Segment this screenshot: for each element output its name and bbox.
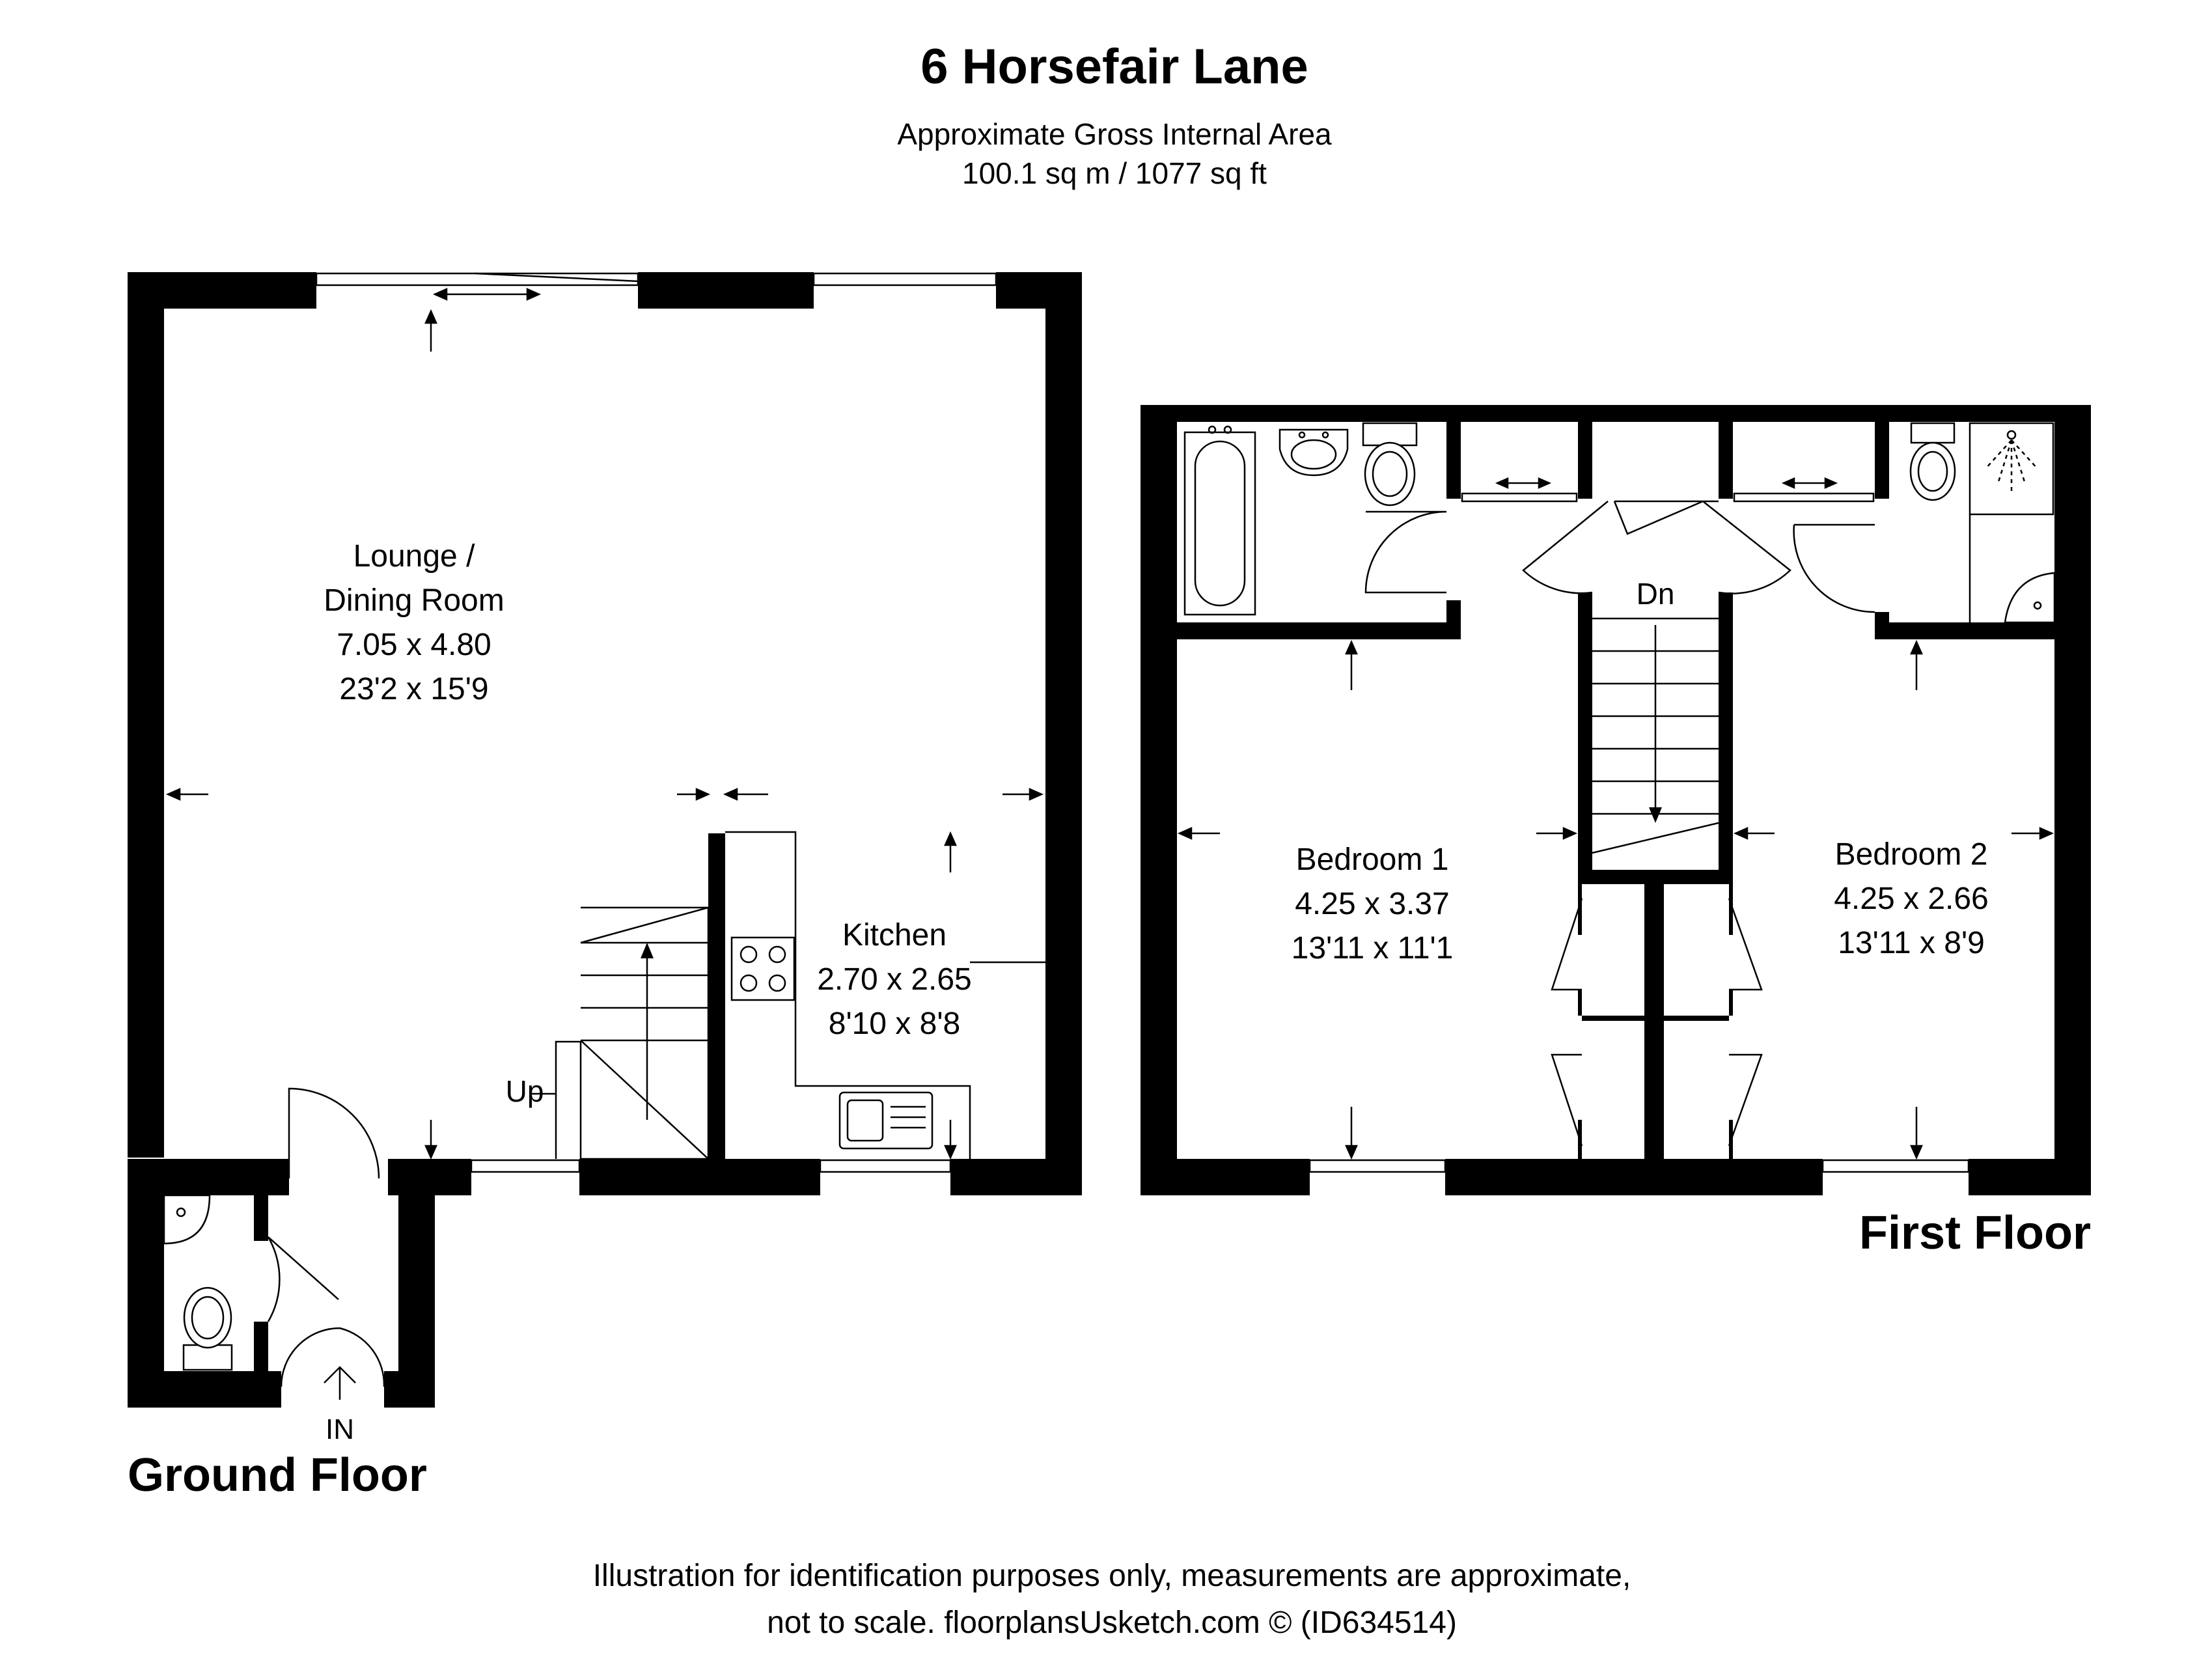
kitchen-name: Kitchen	[842, 918, 947, 952]
wall-right	[1045, 272, 1082, 1195]
wardrobe-left-wall-b	[1578, 990, 1582, 1016]
porch-door	[267, 1236, 339, 1322]
landing-door-right	[1702, 501, 1791, 594]
wc-partition-top	[254, 1191, 268, 1241]
wardrobe-divider	[1644, 884, 1664, 1159]
ff-wall-top	[1141, 405, 2091, 422]
bedroom-dimension-arrows	[1177, 639, 2054, 1160]
bedroom1-name: Bedroom 1	[1296, 842, 1449, 877]
ground-floor-title: Ground Floor	[128, 1449, 427, 1501]
kitchen-label: Kitchen 2.70 x 2.65 8'10 x 8'8	[817, 918, 972, 1041]
first-floor-plan: Dn	[1141, 405, 2091, 1259]
stairs-up-label: Up	[506, 1074, 544, 1108]
front-door	[288, 1087, 380, 1179]
wc-partition-bottom	[254, 1322, 268, 1387]
stairwell-bottom-wall	[1578, 870, 1733, 884]
lounge-metric: 7.05 x 4.80	[337, 628, 491, 662]
cupboard-sliding-arrows	[1461, 477, 1875, 503]
bedroom2-window	[1821, 1159, 1970, 1173]
bedroom2-metric: 4.25 x 2.66	[1834, 882, 1989, 916]
ensuite-left-wall	[1875, 422, 1889, 499]
bathroom-toilet-icon	[1362, 422, 1418, 507]
kitchen-front-window	[819, 1159, 952, 1173]
ff-wall-right	[2054, 405, 2091, 1195]
ff-wall-bottom-b	[1445, 1159, 1823, 1195]
cupboard-wall-2	[1719, 422, 1733, 499]
stairwell-left-wall	[1578, 592, 1592, 879]
bedroom2-label: Bedroom 2 4.25 x 2.66 13'11 x 8'9	[1834, 837, 1989, 960]
porch-wall-right	[398, 1177, 435, 1408]
kitchen-partition	[708, 833, 725, 1172]
ensuite-toilet-icon	[1909, 422, 1956, 501]
bath-icon	[1183, 425, 1256, 616]
lounge-name-line-1: Lounge /	[353, 539, 476, 574]
bedroom2-imperial: 13'11 x 8'9	[1838, 926, 1985, 960]
kitchen-units	[725, 831, 1045, 1159]
bathroom-bottom-wall	[1177, 622, 1461, 639]
first-floor-staircase	[1592, 617, 1719, 854]
bathroom-door	[1364, 510, 1447, 594]
entrance-label: IN	[325, 1413, 354, 1445]
ensuite-door	[1793, 523, 1875, 613]
wardrobe-left-wall-a	[1578, 884, 1582, 935]
kitchen-metric: 2.70 x 2.65	[817, 962, 972, 997]
wall-top-middle	[638, 272, 814, 309]
lounge-label: Lounge / Dining Room 7.05 x 4.80 23'2 x …	[324, 539, 504, 706]
cloakroom-toilet-icon	[182, 1286, 233, 1371]
hob-icon	[730, 936, 795, 1001]
ground-floor-staircase	[531, 906, 710, 1160]
wardrobe-right-wall-b	[1729, 990, 1733, 1016]
kitchen-sink-icon	[838, 1091, 933, 1150]
area-subtitle: Approximate Gross Internal Area	[897, 117, 1332, 151]
kitchen-imperial: 8'10 x 8'8	[829, 1007, 960, 1041]
entry-arrow	[324, 1366, 356, 1400]
wall-bottom-d	[950, 1159, 1081, 1195]
wardrobe-shelf	[1582, 1016, 1729, 1021]
ff-wall-bottom-a	[1141, 1159, 1310, 1195]
stairs-down-label: Dn	[1637, 577, 1675, 611]
lounge-name-line-2: Dining Room	[324, 583, 504, 618]
property-title: 6 Horsefair Lane	[920, 39, 1308, 94]
lounge-dimension-arrows	[165, 309, 1044, 1160]
entrance-door	[280, 1327, 385, 1387]
sliding-door-arrows	[432, 288, 542, 301]
ff-wall-bottom-c	[1969, 1159, 2091, 1195]
wall-left	[128, 272, 164, 1158]
stairwell-right-wall	[1719, 592, 1733, 879]
landing-door-left	[1522, 501, 1609, 594]
shower-icon	[1969, 422, 2054, 516]
wardrobe-doors	[1551, 898, 1763, 1147]
bathroom-basin-icon	[1279, 428, 1349, 477]
bathroom-right-wall-lower	[1446, 600, 1461, 639]
first-floor-title: First Floor	[1859, 1207, 2091, 1259]
disclaimer-line-2: not to scale. floorplansUsketch.com © (I…	[767, 1605, 1457, 1640]
bathroom-right-wall	[1446, 422, 1461, 499]
bedroom2-name: Bedroom 2	[1835, 837, 1988, 872]
ground-floor-plan: IN Up	[128, 272, 1082, 1501]
lounge-rear-window	[812, 272, 997, 286]
bedroom1-window	[1308, 1159, 1446, 1173]
ensuite-bottom-wall	[1875, 622, 2054, 639]
wall-bottom-c	[579, 1159, 820, 1195]
wardrobe-right-wall-a	[1729, 884, 1733, 935]
wc-wall-left	[128, 1159, 164, 1408]
ff-wall-left	[1141, 405, 1177, 1195]
disclaimer-line-1: Illustration for identification purposes…	[593, 1559, 1631, 1593]
bedroom1-imperial: 13'11 x 11'1	[1292, 931, 1454, 966]
ensuite-basin-icon	[2004, 572, 2056, 624]
bedroom1-label: Bedroom 1 4.25 x 3.37 13'11 x 11'1	[1292, 842, 1454, 966]
lounge-front-window	[470, 1159, 581, 1173]
cloakroom-basin-icon	[163, 1194, 211, 1245]
area-value: 100.1 sq m / 1077 sq ft	[962, 156, 1267, 190]
lounge-imperial: 23'2 x 15'9	[339, 672, 488, 706]
bedroom1-metric: 4.25 x 3.37	[1295, 887, 1450, 921]
landing-door-top	[1613, 500, 1719, 535]
cupboard-wall-1	[1578, 422, 1592, 499]
